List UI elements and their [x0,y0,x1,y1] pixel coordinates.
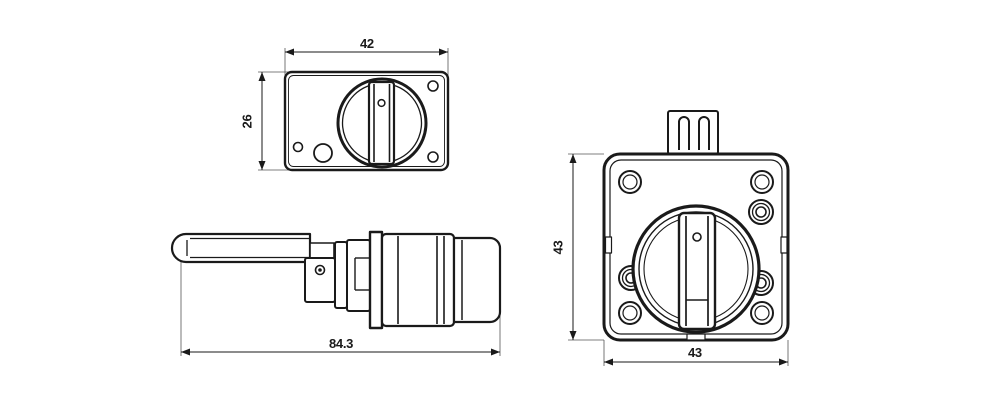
dimension-label-side-length: 84.3 [329,336,354,351]
screw-hole-bottom-left [292,141,304,153]
body-end-cap [452,236,502,324]
knob-center-pin [377,98,386,108]
connector-housing [667,110,719,155]
threaded-hole-right-upper-mid [751,202,771,222]
actuator-lever-arm[interactable] [170,232,312,264]
body-section-2 [346,239,371,312]
mounting-hole-top-left [618,170,642,194]
body-collar-1 [334,241,348,309]
bottom-notch [686,333,706,341]
front-view [568,110,790,366]
knob-grip-bar[interactable] [367,80,396,166]
dimension-label-front-width: 43 [688,345,702,360]
mounting-hole-top-right [750,170,774,194]
mounting-hole-left [313,143,333,163]
dimension-label-front-height: 43 [550,240,566,255]
pivot-hub-block [304,257,336,303]
mounting-hole-bottom-right-inner [754,305,770,321]
dimension-label-top-width: 42 [360,36,374,51]
pivot-screw-center [318,268,322,272]
mounting-hole-top-left-inner [622,174,638,190]
top-view-faceplate-inner [288,75,445,167]
side-view [170,230,502,356]
connector-prong-left [678,116,690,150]
connector-prong-right [698,116,710,150]
mounting-hole-bottom-right [750,301,774,325]
front-knob-grip-bar[interactable] [677,211,717,331]
side-notch-right [780,236,788,254]
body-flange [368,230,384,330]
dimension-label-top-height: 26 [239,114,255,129]
threaded-hole-right-upper-inner [755,206,767,218]
side-notch-left [604,236,613,254]
mounting-hole-bottom-left-inner [622,305,638,321]
top-view [258,48,450,172]
screw-hole-bottom-right [427,151,439,163]
mounting-hole-top-right-inner [754,174,770,190]
front-knob-center-pin [692,232,702,242]
mounting-hole-bottom-left [618,301,642,325]
screw-hole-top-right [427,80,439,92]
